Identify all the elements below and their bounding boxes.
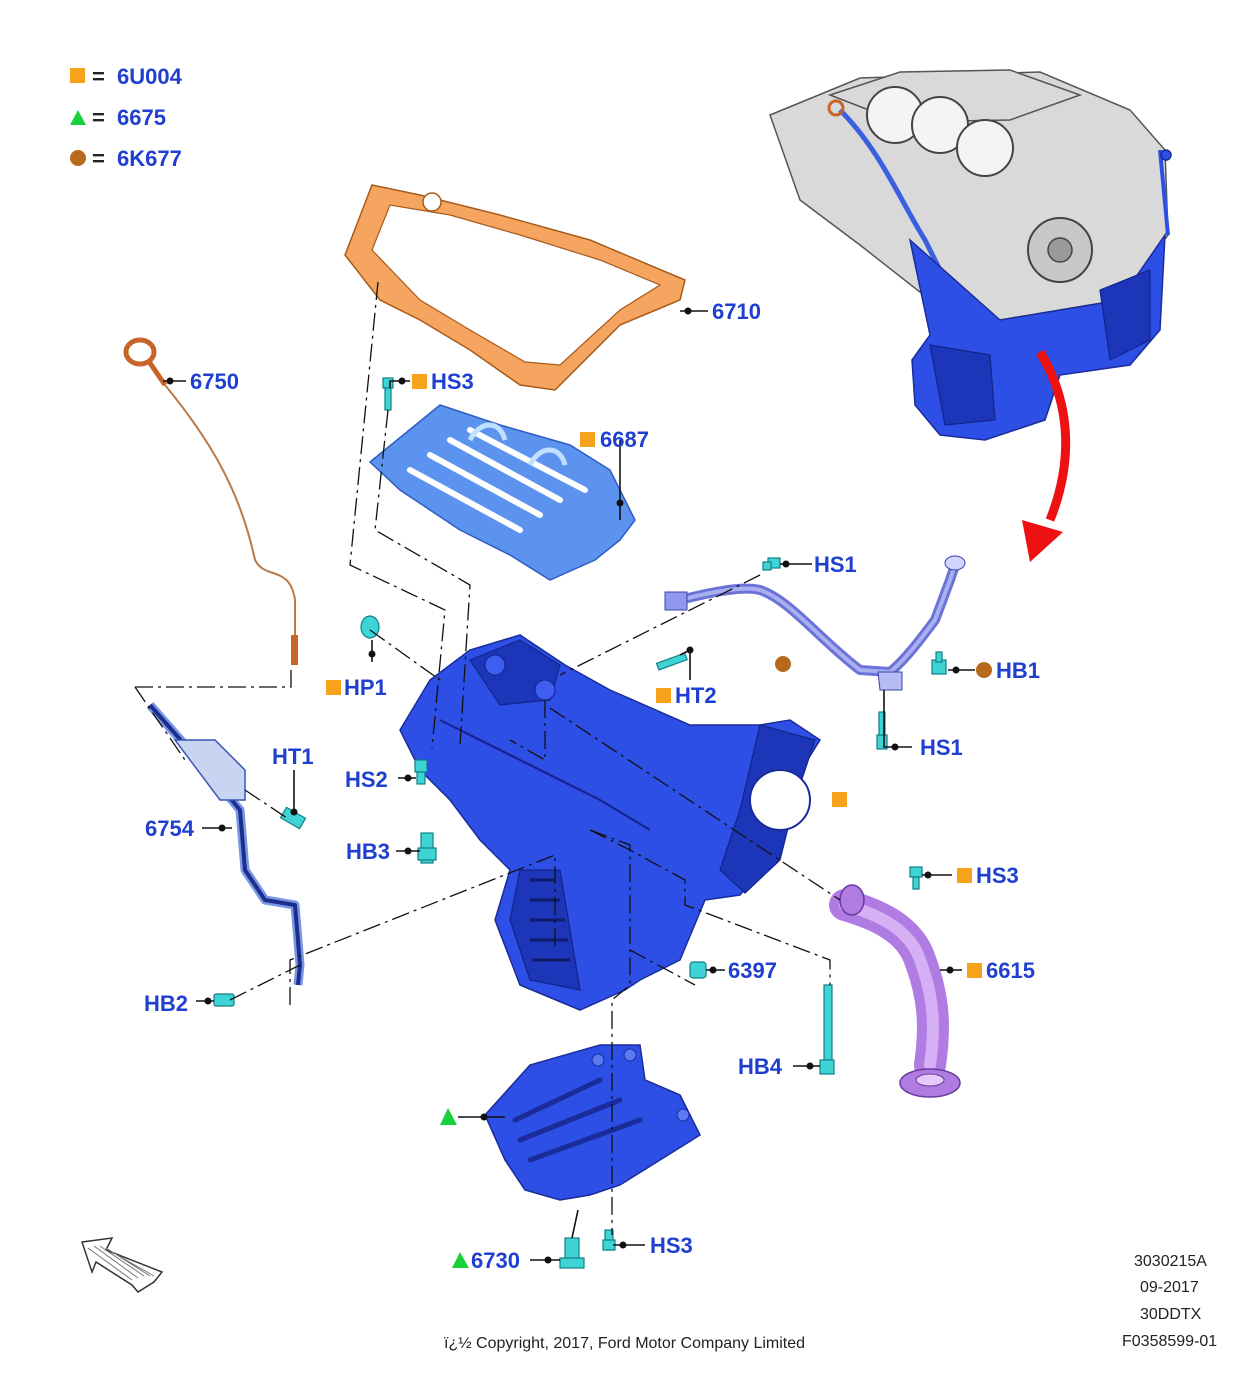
- callout-6687: 6687: [600, 427, 649, 452]
- red-direction-arrow: [1022, 349, 1071, 562]
- legend-item-6u004: = 6U004: [70, 64, 183, 89]
- orange-square-icon: [326, 680, 341, 695]
- svg-text:=: =: [92, 105, 105, 130]
- orange-square-icon: [957, 868, 972, 883]
- oil-pan-main: [399, 634, 822, 1011]
- callout-hs3-right: HS3: [976, 863, 1019, 888]
- ref-code-3: 30DDTX: [1140, 1306, 1202, 1323]
- crankcase-vent-tube: [664, 555, 966, 691]
- callout-hb1: HB1: [996, 658, 1040, 683]
- legend-item-6k677: = 6K677: [70, 146, 182, 171]
- drain-plug-6730: [559, 1237, 585, 1269]
- orange-square-icon: [967, 963, 982, 978]
- callout-hb4: HB4: [738, 1054, 783, 1079]
- green-triangle-marker: [440, 1108, 457, 1125]
- legend-code-6k677: 6K677: [117, 146, 182, 171]
- ref-code-1: 3030215A: [1134, 1253, 1207, 1270]
- footer: ï¿½ Copyright, 2017, Ford Motor Company …: [444, 1253, 1217, 1352]
- part-markers: [440, 656, 847, 1125]
- callouts: 6710 6750 HS3 6687 HS1 HB1 HP1 HT2 HS1 H…: [144, 299, 1040, 1273]
- callout-hs3-top: HS3: [431, 369, 474, 394]
- assembly-lines: [134, 281, 841, 1235]
- callout-hp1: HP1: [344, 675, 387, 700]
- plug-6397: [689, 961, 707, 979]
- engine-overview-illustration: [769, 69, 1172, 441]
- bolt-hb2: [213, 993, 235, 1007]
- callout-hb3: HB3: [346, 839, 390, 864]
- dipstick-tube: [146, 702, 305, 986]
- callout-hb2: HB2: [144, 991, 188, 1016]
- brown-circle-icon: [70, 150, 86, 166]
- orange-square-icon: [70, 68, 85, 83]
- orange-square-icon: [580, 432, 595, 447]
- ref-code-2: 09-2017: [1140, 1279, 1199, 1296]
- oil-level-dipstick: [123, 337, 298, 665]
- callout-hs3-bottom: HS3: [650, 1233, 693, 1258]
- bolt-hb4: [819, 984, 835, 1075]
- oil-baffle-windage-tray: [368, 404, 636, 581]
- oil-pump-screen-pickup-tube: [829, 884, 961, 1098]
- svg-text:=: =: [92, 64, 105, 89]
- brown-circle-icon: [976, 662, 992, 678]
- callout-hs2: HS2: [345, 767, 388, 792]
- bolt-hs3-bottom: [602, 1229, 616, 1251]
- svg-text:=: =: [92, 146, 105, 171]
- callout-ht2: HT2: [675, 683, 717, 708]
- bolt-hs3-right: [909, 866, 923, 890]
- bolt-hs2: [414, 759, 428, 785]
- bolt-hb3: [417, 832, 437, 864]
- callout-6750: 6750: [190, 369, 239, 394]
- fasteners: [213, 377, 947, 1269]
- oil-pan-gasket: [344, 184, 686, 391]
- bolt-hs1-lower: [876, 711, 888, 750]
- ref-code-4: F0358599-01: [1122, 1333, 1217, 1350]
- legend-code-6675: 6675: [117, 105, 166, 130]
- orange-square-icon: [656, 688, 671, 703]
- leader-lines: [163, 307, 975, 1264]
- front-orientation-arrow-icon: [81, 1237, 164, 1293]
- orange-square-icon: [412, 374, 427, 389]
- callout-hs1-lower: HS1: [920, 735, 963, 760]
- legend-code-6u004: 6U004: [117, 64, 183, 89]
- callout-hs1-top: HS1: [814, 552, 857, 577]
- lower-oil-pan: [484, 1044, 701, 1201]
- callout-ht1: HT1: [272, 744, 314, 769]
- callout-6397: 6397: [728, 958, 777, 983]
- bolt-ht2: [655, 652, 688, 671]
- callout-6730: 6730: [471, 1248, 520, 1273]
- legend: = 6U004 = 6675 = 6K677: [70, 64, 183, 171]
- orange-square-marker: [832, 792, 847, 807]
- copyright-text: ï¿½ Copyright, 2017, Ford Motor Company …: [444, 1335, 805, 1352]
- green-triangle-icon: [452, 1252, 469, 1268]
- legend-item-6675: = 6675: [70, 105, 166, 130]
- green-triangle-icon: [70, 110, 86, 125]
- brown-circle-marker: [775, 656, 791, 672]
- callout-6615: 6615: [986, 958, 1035, 983]
- bolt-hs1-top: [762, 557, 781, 571]
- bolt-hb1: [931, 651, 947, 675]
- callout-6710: 6710: [712, 299, 761, 324]
- bolt-hs3-top: [382, 377, 394, 411]
- callout-6754: 6754: [145, 816, 195, 841]
